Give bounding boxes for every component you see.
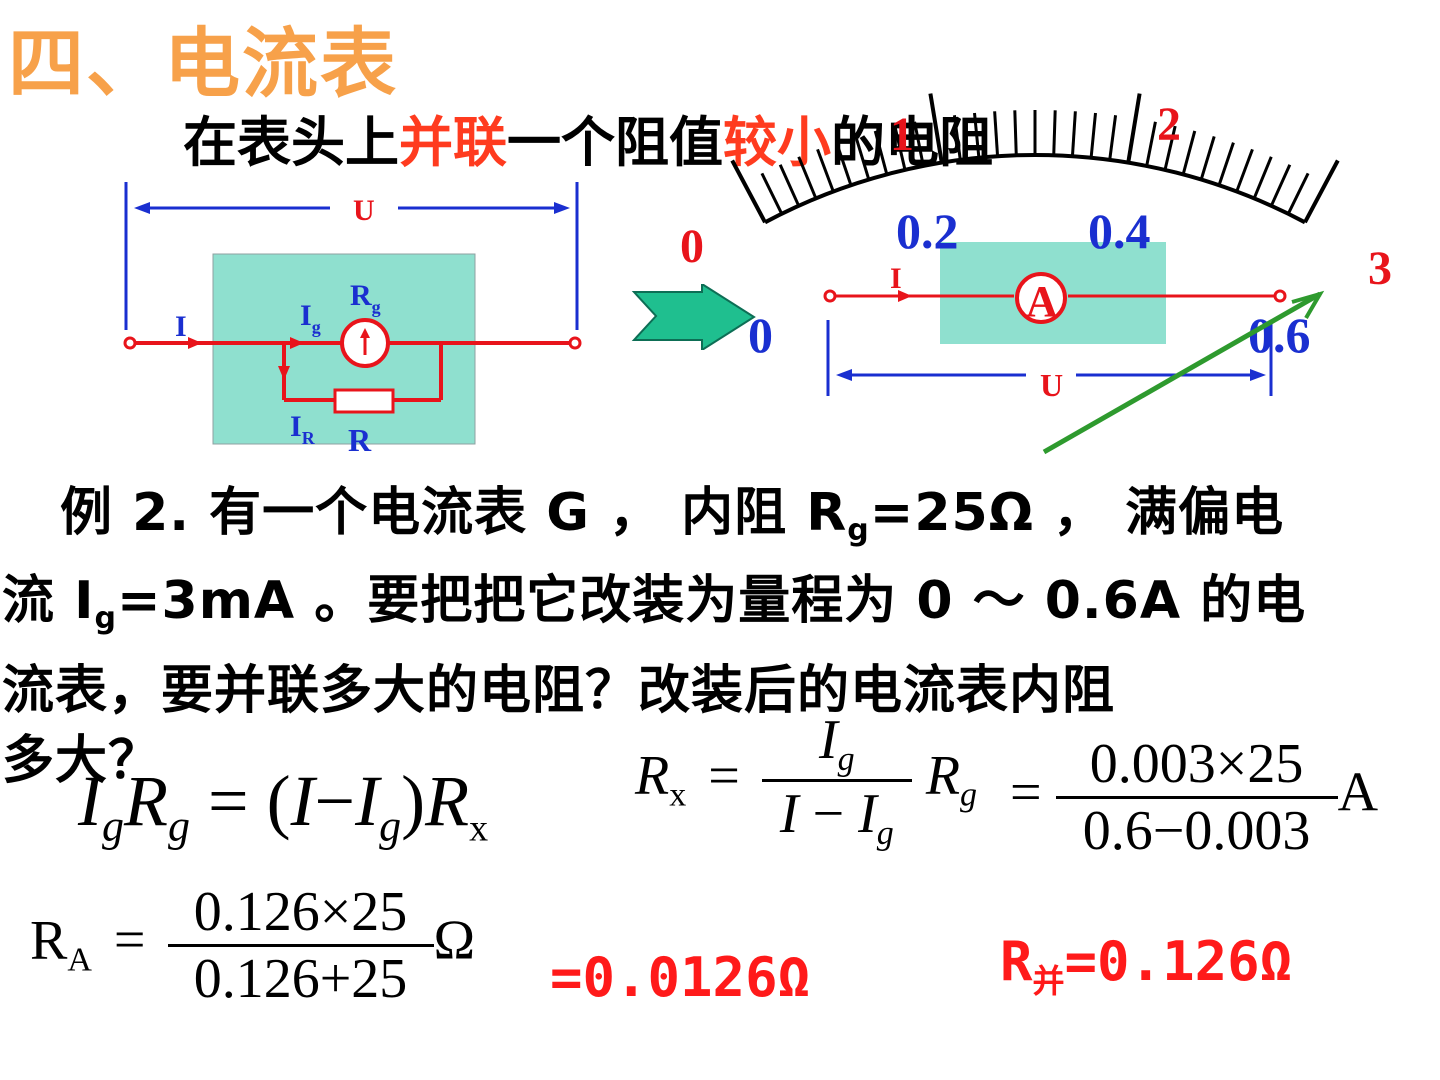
rg-label: Rg	[350, 279, 381, 317]
outer-label-1: 1	[890, 108, 914, 161]
problem-line-3: 流表，要并联多大的电阻？改装后的电流表内阻	[2, 661, 1116, 721]
inner-label-0: 0	[748, 307, 773, 363]
scale-tick	[1013, 110, 1018, 156]
equation-2: Rx = Ig I − Ig Rg	[635, 709, 978, 853]
scale-tick	[973, 112, 981, 158]
scale-tick	[1052, 110, 1057, 156]
scale-tick	[1252, 156, 1273, 199]
scale-tick	[760, 172, 784, 215]
scale-tick	[1145, 121, 1157, 167]
arrowhead	[1250, 369, 1266, 381]
scale-tick	[1089, 112, 1097, 158]
arrowhead	[554, 202, 570, 214]
resistor-icon	[333, 388, 395, 414]
problem-line-1: 例 2. 有一个电流表 G ， 内阻 Rg=25Ω ， 满偏电	[60, 483, 1285, 548]
equation-4: RA = 0.126×25 0.126+25 Ω	[30, 881, 476, 1010]
scale-tick	[993, 111, 1000, 157]
transform-arrow-icon	[631, 284, 756, 350]
ra-answer: =0.0126Ω	[550, 946, 811, 1009]
meter-terminal-right	[1273, 289, 1287, 303]
subtitle-highlight-small: 较小	[723, 111, 831, 174]
current-arrow	[898, 290, 912, 302]
shunt-circuit-diagram: U I Ig Rg IR R	[123, 182, 582, 458]
meter-u-label: U	[1040, 367, 1063, 403]
meter-terminal-left	[823, 289, 837, 303]
arrowhead	[360, 328, 370, 338]
problem-line-4: 多大？	[2, 731, 162, 791]
scale-tick	[854, 136, 871, 180]
ammeter-icon	[1015, 272, 1067, 324]
scale-tick	[797, 156, 818, 199]
scale-tick	[816, 148, 835, 193]
scale-ticks	[730, 93, 1340, 224]
u-label: U	[353, 194, 375, 227]
pointer-line	[1042, 291, 1322, 455]
scale-tick	[1108, 115, 1118, 161]
terminal-left	[123, 336, 137, 350]
outer-label-3: 3	[1368, 242, 1392, 295]
ammeter-label: A	[1026, 277, 1058, 326]
scale-tick	[1286, 172, 1310, 215]
arrowhead	[134, 202, 150, 214]
current-arrow	[290, 337, 304, 349]
r-parallel-answer: R并=0.126Ω	[1000, 930, 1293, 1000]
inner-label-04: 0.4	[1088, 203, 1151, 259]
scale-tick	[1199, 136, 1216, 180]
pointer-head	[1291, 290, 1325, 320]
scale-arc	[764, 153, 1306, 225]
scale-tick	[835, 142, 853, 186]
terminal-right	[568, 336, 582, 350]
subtitle-part: 一个阻值	[507, 111, 723, 174]
subtitle-part: 在表头上	[183, 111, 399, 174]
scale-tick	[913, 121, 925, 167]
scale-tick	[1070, 111, 1077, 157]
meter-i-label: I	[890, 262, 902, 295]
scale-tick	[873, 130, 889, 175]
scale-tick	[928, 93, 944, 163]
ammeter-scale-diagram: 0 1 2 3 I A 0 0.2 0.4 0.6 U	[680, 93, 1392, 455]
page-title: 四、电流表	[8, 19, 398, 108]
ig-label: Ig	[300, 299, 321, 337]
scale-tick	[1217, 142, 1235, 186]
scale-tick	[1126, 93, 1142, 163]
equation-1: IgRg = (I−Ig)Rx	[78, 761, 489, 851]
outer-label-2: 2	[1157, 98, 1181, 151]
inner-label-02: 0.2	[896, 203, 959, 259]
scale-tick	[1163, 125, 1177, 171]
shunt-current-arrow	[278, 366, 290, 380]
scale-tick	[893, 125, 907, 171]
current-arrow	[188, 337, 202, 349]
subtitle-highlight-parallel: 并联	[399, 111, 507, 174]
r-label: R	[348, 422, 372, 458]
arrowhead	[836, 369, 852, 381]
scale-tick	[1235, 148, 1254, 193]
equation-3: = 0.003×25 0.6−0.003 A	[1010, 733, 1379, 862]
problem-line-2: 流 Ig=3mA 。要把把它改装为量程为 0 ～ 0.6A 的电	[2, 571, 1307, 636]
scale-tick	[1269, 164, 1292, 207]
i-label: I	[175, 310, 187, 343]
scale-tick	[730, 159, 767, 224]
scale-tick	[1303, 159, 1340, 224]
scale-tick	[1181, 130, 1197, 175]
outer-label-0: 0	[680, 220, 704, 273]
scale-tick	[952, 115, 962, 161]
scale-tick	[778, 164, 801, 207]
ir-label: IR	[290, 410, 316, 448]
